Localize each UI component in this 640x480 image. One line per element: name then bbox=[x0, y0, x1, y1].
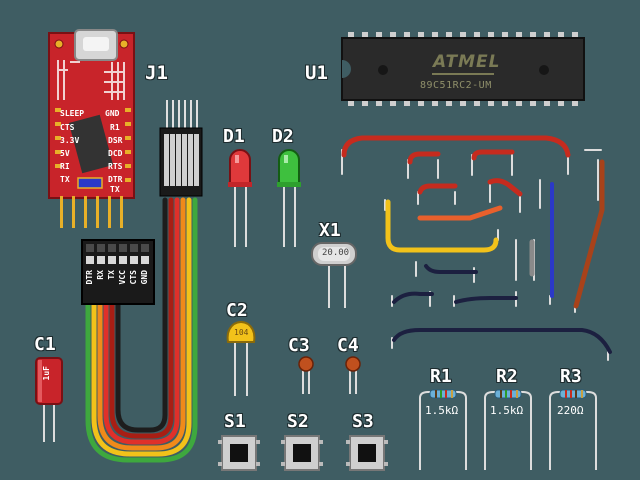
resistor-r1[interactable] bbox=[419, 389, 467, 470]
capacitor-c2[interactable] bbox=[226, 321, 256, 396]
button-s1[interactable] bbox=[218, 435, 260, 471]
label-j1: J1 bbox=[145, 62, 168, 84]
usb-serial-board[interactable] bbox=[48, 29, 135, 228]
label-r1: R1 bbox=[430, 366, 452, 387]
usb-pin-gnd: GND bbox=[105, 109, 120, 118]
chip-brand-logo: ATMEL bbox=[433, 52, 501, 72]
label-r3: R3 bbox=[560, 366, 582, 387]
label-r2: R2 bbox=[496, 366, 518, 387]
crystal-x1[interactable] bbox=[311, 242, 357, 308]
capacitor-c3[interactable] bbox=[298, 356, 314, 394]
button-s2[interactable] bbox=[281, 435, 323, 471]
usb-pin-left-4: TX bbox=[60, 175, 70, 184]
label-x1: X1 bbox=[319, 220, 341, 241]
capacitor-c4[interactable] bbox=[345, 356, 361, 394]
usb-pin-left-1: 3.3V bbox=[60, 136, 80, 145]
header-pin-1: RX bbox=[96, 270, 105, 280]
usb-pin-right-4: DTR bbox=[108, 175, 123, 184]
crystal-value: 20.00 bbox=[322, 248, 350, 258]
label-c1: C1 bbox=[34, 334, 56, 355]
label-s3: S3 bbox=[352, 411, 374, 432]
r1-value: 1.5kΩ bbox=[425, 404, 459, 417]
header-pin-3: VCC bbox=[118, 270, 127, 285]
capacitor-c1[interactable] bbox=[35, 357, 63, 442]
voltage-jumper[interactable] bbox=[77, 177, 103, 189]
usb-pin-right-3: RTS bbox=[108, 162, 123, 171]
usb-pin-right-1: DSR bbox=[108, 136, 123, 145]
header-pin-5: GND bbox=[140, 270, 149, 285]
label-s1: S1 bbox=[224, 411, 246, 432]
ribbon-cable bbox=[85, 197, 198, 463]
c2-value: 104 bbox=[234, 328, 249, 337]
c1-value: 1uF bbox=[42, 366, 51, 381]
button-s3[interactable] bbox=[346, 435, 388, 471]
j1-header[interactable] bbox=[159, 100, 203, 197]
chip-part-number: 89C51RC2-UM bbox=[420, 80, 492, 91]
usb-pin-left-3: RI bbox=[60, 162, 70, 171]
label-d1: D1 bbox=[223, 126, 245, 147]
label-c4: C4 bbox=[337, 335, 359, 356]
r2-value: 1.5kΩ bbox=[490, 404, 524, 417]
label-d2: D2 bbox=[272, 126, 294, 147]
r3-value: 220Ω bbox=[557, 404, 584, 417]
led-d1[interactable] bbox=[228, 149, 252, 247]
header-pin-2: TX bbox=[107, 270, 116, 280]
led-d2[interactable] bbox=[277, 149, 301, 247]
label-u1: U1 bbox=[305, 62, 328, 84]
usb-pin-right-0: R1 bbox=[110, 123, 120, 132]
female-connector[interactable] bbox=[81, 239, 155, 305]
resistor-r2[interactable] bbox=[484, 389, 532, 470]
resistor-r3[interactable] bbox=[549, 389, 597, 470]
usb-pin-right-5: TX bbox=[110, 185, 120, 194]
header-pin-0: DTR bbox=[85, 270, 94, 285]
microcontroller-chip[interactable] bbox=[341, 32, 585, 106]
usb-pin-left-2: 5V bbox=[60, 149, 70, 158]
usb-pin-right-2: DCD bbox=[108, 149, 123, 158]
header-pin-4: CTS bbox=[129, 270, 138, 285]
label-s2: S2 bbox=[287, 411, 309, 432]
label-c2: C2 bbox=[226, 300, 248, 321]
usb-pin-sleep: SLEEP bbox=[60, 109, 85, 118]
label-c3: C3 bbox=[288, 335, 310, 356]
usb-pin-left-0: CTS bbox=[60, 123, 75, 132]
jumper-wires bbox=[341, 135, 612, 361]
